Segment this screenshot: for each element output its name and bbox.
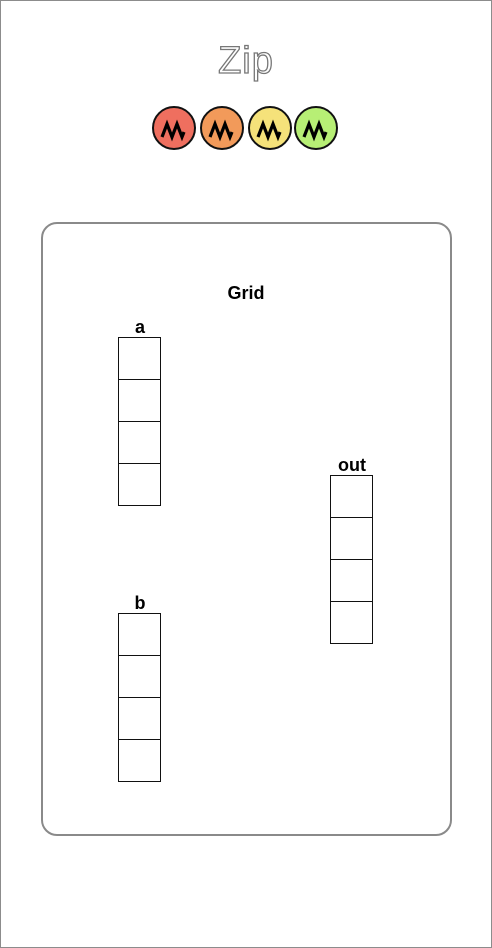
- array-label-b: b: [134, 593, 146, 613]
- array-label-out: out: [338, 455, 366, 475]
- zigzag-icon: [208, 119, 234, 142]
- array-b: [118, 613, 161, 782]
- array-a-cell: [119, 464, 160, 506]
- array-out-cell: [331, 602, 372, 644]
- array-out-cell: [331, 560, 372, 602]
- zigzag-icon: [256, 119, 282, 142]
- array-out-cell: [331, 518, 372, 560]
- array-b-cell: [119, 656, 160, 698]
- array-a-cell: [119, 338, 160, 380]
- array-out-cell: [331, 476, 372, 518]
- puzzle-title: Zip: [217, 39, 274, 82]
- badge-3: [248, 106, 292, 150]
- array-a-cell: [119, 422, 160, 464]
- array-b-cell: [119, 740, 160, 782]
- badge-2: [200, 106, 244, 150]
- difficulty-badges: [152, 106, 342, 154]
- array-b-cell: [119, 698, 160, 740]
- grid-panel: [41, 222, 452, 836]
- zigzag-icon: [302, 119, 328, 142]
- array-a: [118, 337, 161, 506]
- array-a-cell: [119, 380, 160, 422]
- zigzag-icon: [160, 119, 186, 142]
- array-label-a: a: [134, 317, 145, 337]
- grid-title: Grid: [227, 283, 265, 303]
- badge-4: [294, 106, 338, 150]
- array-out: [330, 475, 373, 644]
- badge-1: [152, 106, 196, 150]
- array-b-cell: [119, 614, 160, 656]
